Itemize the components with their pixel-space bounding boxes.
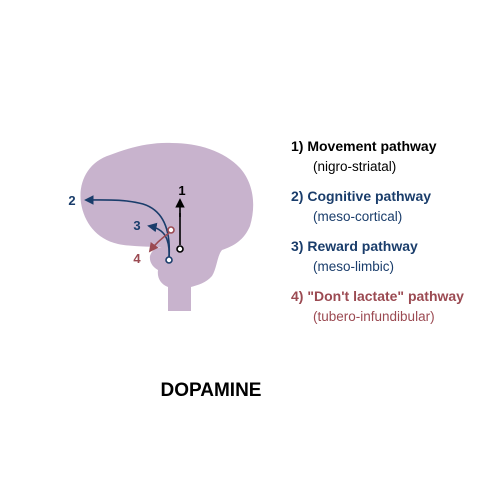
brain-shape	[80, 142, 254, 311]
legend-title-cognitive: 2) Cognitive pathway	[291, 188, 432, 204]
pathway-4-origin	[167, 226, 175, 234]
legend-title-reward: 3) Reward pathway	[291, 238, 418, 254]
legend-item-cognitive: 2) Cognitive pathway (meso-cortical)	[291, 187, 431, 226]
marker-1: 1	[178, 183, 185, 198]
pathway-2-arrow	[84, 195, 171, 259]
legend-item-lactate: 4) "Don't lactate" pathway (tubero-infun…	[291, 287, 464, 326]
legend-item-movement: 1) Movement pathway (nigro-striatal)	[291, 137, 436, 176]
pathway-4-arrow	[148, 232, 170, 253]
legend-title-lactate: 4) "Don't lactate" pathway	[291, 288, 464, 304]
diagram-caption: DOPAMINE	[160, 380, 262, 401]
legend-sub-movement: (nigro-striatal)	[313, 159, 397, 174]
legend-sub-reward: (meso-limbic)	[313, 259, 394, 274]
legend-sub-lactate: (tubero-infundibular)	[313, 309, 435, 324]
marker-3: 3	[133, 218, 140, 233]
marker-4: 4	[133, 251, 141, 266]
pathway-2-3-origin	[165, 256, 173, 264]
legend-item-reward: 3) Reward pathway (meso-limbic)	[291, 237, 418, 276]
legend-sub-cognitive: (meso-cortical)	[313, 209, 403, 224]
marker-2: 2	[68, 193, 75, 208]
pathway-1-origin	[176, 245, 184, 253]
legend-title-movement: 1) Movement pathway	[291, 138, 437, 154]
